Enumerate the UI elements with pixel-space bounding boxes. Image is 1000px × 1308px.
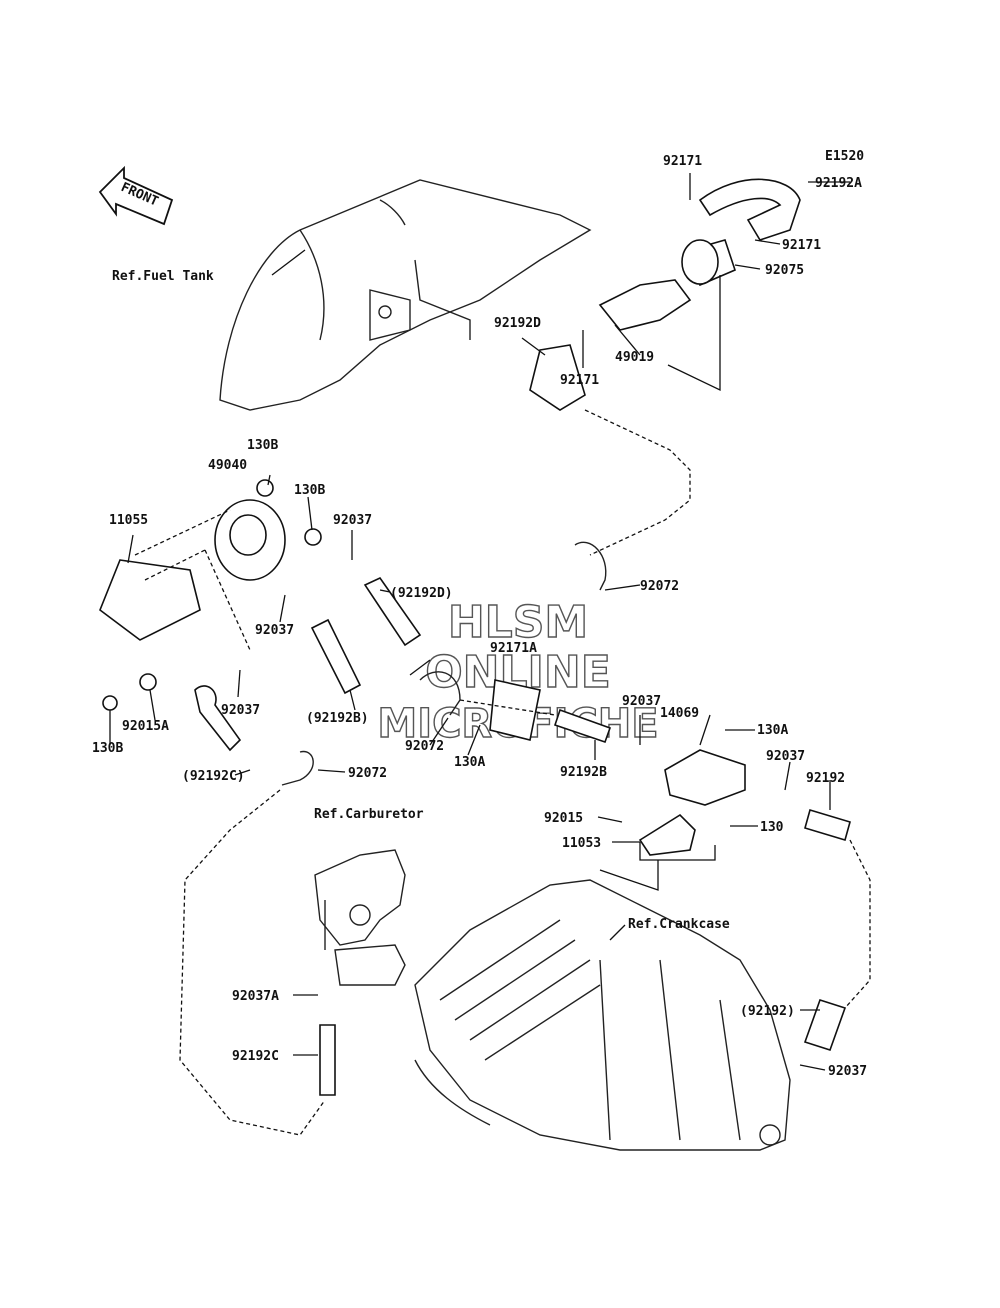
callout-92192B: 92192B (560, 765, 607, 780)
fuel-tank-sketch (219, 179, 592, 411)
callout-92171-top: 92171 (663, 154, 702, 169)
callout-130B-b: 130B (294, 483, 325, 498)
callout-92037-d: 92037 (622, 694, 661, 709)
carburetor-sketch (314, 849, 406, 986)
callout-92192-paren: (92192) (740, 1004, 795, 1019)
callout-92072-b: 92072 (405, 739, 444, 754)
watermark-line-1: HLSM (448, 597, 588, 648)
label-ref-fuel-tank: Ref.Fuel Tank (112, 269, 214, 284)
callout-130B-c: 130B (92, 741, 123, 756)
watermark-line-2: ONLINE (425, 647, 611, 698)
callout-92037-b: 92037 (255, 623, 294, 638)
callout-92192A: 92192A (815, 176, 862, 191)
callout-130B-a: 130B (247, 438, 278, 453)
crankcase-sketch (414, 879, 791, 1151)
callout-92037-f: 92037 (828, 1064, 867, 1079)
callout-11055: 11055 (109, 513, 148, 528)
leader-lines (109, 173, 850, 1071)
callout-130A-b: 130A (757, 723, 788, 738)
callout-92072-c: 92072 (348, 766, 387, 781)
callout-92037A: 92037A (232, 989, 279, 1004)
callout-92072-a: 92072 (640, 579, 679, 594)
label-ref-crankcase: Ref.Crankcase (628, 917, 730, 932)
callout-labels: 92171 92192A 92171 92075 Ref.Fuel Tank 9… (92, 154, 867, 1079)
callout-92037-c: 92037 (221, 703, 260, 718)
callout-92015A: 92015A (122, 719, 169, 734)
label-ref-carburetor: Ref.Carburetor (314, 807, 424, 822)
callout-92192: 92192 (806, 771, 845, 786)
callout-130A-a: 130A (454, 755, 485, 770)
callout-11053: 11053 (562, 836, 601, 851)
fuel-pump (99, 479, 322, 711)
diagram-code: E1520 (825, 149, 864, 164)
callout-130: 130 (760, 820, 784, 835)
callout-92015: 92015 (544, 811, 583, 826)
routing-lines (134, 409, 871, 1136)
callout-92192D: 92192D (494, 316, 541, 331)
callout-92192C-paren: (92192C) (182, 769, 245, 784)
callout-92192C: 92192C (232, 1049, 279, 1064)
hoses (194, 576, 851, 1096)
callout-92171-right: 92171 (782, 238, 821, 253)
fuel-filter (529, 178, 801, 411)
callout-92075: 92075 (765, 263, 804, 278)
callout-92171-mid: 92171 (560, 373, 599, 388)
callout-14069: 14069 (660, 706, 699, 721)
callout-92037-a: 92037 (333, 513, 372, 528)
callout-92192B-paren: (92192B) (306, 711, 369, 726)
clamps (281, 541, 607, 786)
callout-49019: 49019 (615, 350, 654, 365)
callout-92171A: 92171A (490, 641, 537, 656)
callout-92192D-paren: (92192D) (390, 586, 453, 601)
fuel-filter-2 (638, 749, 746, 856)
front-arrow-icon: FRONT (98, 165, 174, 226)
callout-49040: 49040 (208, 458, 247, 473)
callout-92037-e: 92037 (766, 749, 805, 764)
